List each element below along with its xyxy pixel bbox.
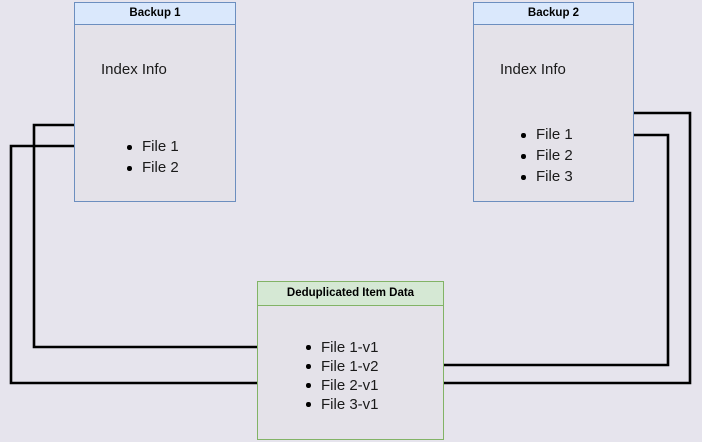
list-item[interactable]: File 3 bbox=[518, 166, 573, 187]
list-item[interactable]: File 2 bbox=[518, 145, 573, 166]
backup-1-file-list: File 1 File 2 bbox=[124, 136, 179, 178]
list-item[interactable]: File 2-v1 bbox=[303, 376, 379, 395]
backup-2-box[interactable]: Backup 2 Index Info File 1 File 2 File 3 bbox=[473, 2, 634, 202]
list-item[interactable]: File 3-v1 bbox=[303, 395, 379, 414]
list-item[interactable]: File 1 bbox=[518, 124, 573, 145]
backup-1-title: Backup 1 bbox=[75, 3, 235, 25]
deduplicated-item-data-box[interactable]: Deduplicated Item Data File 1-v1 File 1-… bbox=[257, 281, 444, 440]
backup-2-index-label: Index Info bbox=[500, 61, 566, 78]
list-item[interactable]: File 1-v1 bbox=[303, 338, 379, 357]
backup-2-file-list: File 1 File 2 File 3 bbox=[518, 124, 573, 187]
list-item[interactable]: File 2 bbox=[124, 157, 179, 178]
dedup-item-list: File 1-v1 File 1-v2 File 2-v1 File 3-v1 bbox=[303, 338, 379, 414]
backup-1-box[interactable]: Backup 1 Index Info File 1 File 2 bbox=[74, 2, 236, 202]
deduplicated-item-data-title: Deduplicated Item Data bbox=[258, 282, 443, 306]
backup-2-title: Backup 2 bbox=[474, 3, 633, 25]
backup-2-body: Index Info File 1 File 2 File 3 bbox=[474, 25, 633, 201]
backup-1-body: Index Info File 1 File 2 bbox=[75, 25, 235, 201]
list-item[interactable]: File 1-v2 bbox=[303, 357, 379, 376]
backup-1-index-label: Index Info bbox=[101, 61, 167, 78]
list-item[interactable]: File 1 bbox=[124, 136, 179, 157]
deduplicated-item-data-body: File 1-v1 File 1-v2 File 2-v1 File 3-v1 bbox=[258, 306, 443, 439]
